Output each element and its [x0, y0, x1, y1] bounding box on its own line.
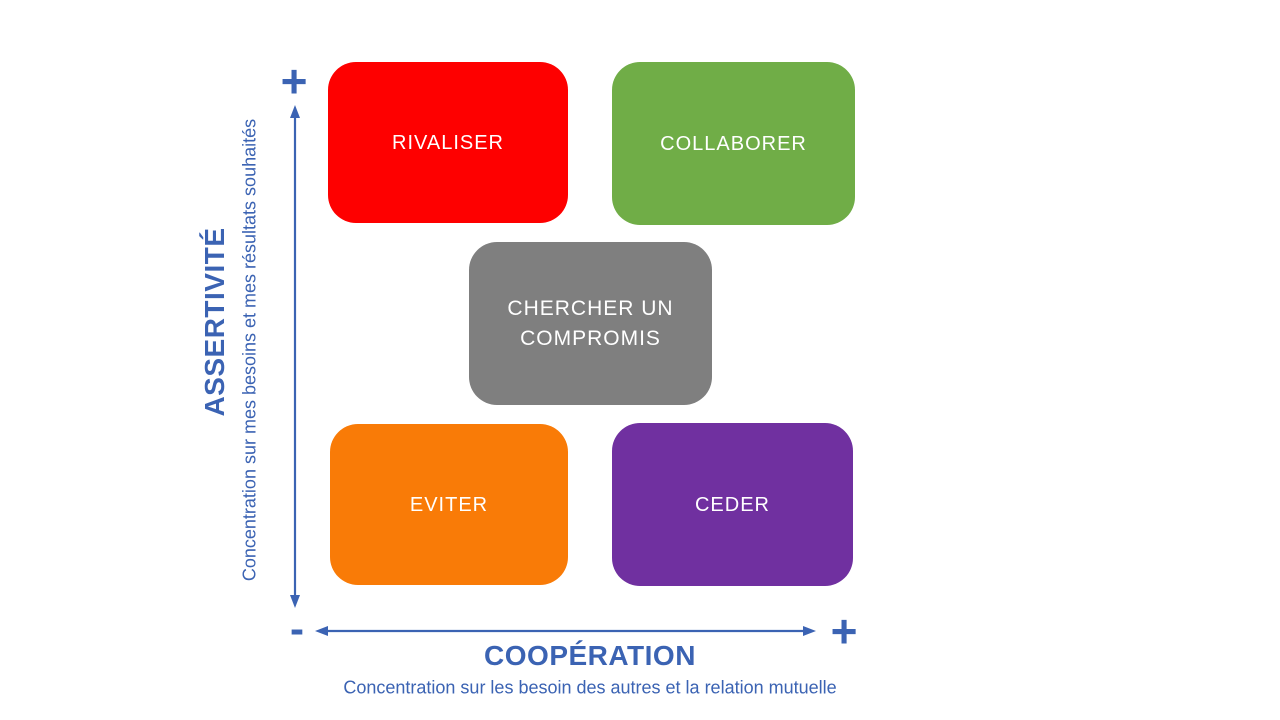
- quadrant-ceder-label: CEDER: [694, 493, 770, 516]
- vertical-axis-subtitle: Concentration sur mes besoins et mes rés…: [239, 118, 260, 582]
- quadrant-collaborer: COLLABORER: [612, 62, 855, 225]
- origin-minus: -: [290, 605, 304, 652]
- vertical-axis-title: ASSERTIVITÉ: [199, 227, 230, 417]
- quadrant-collaborer-label: COLLABORER: [660, 132, 807, 155]
- horizontal-axis-arrow: [315, 626, 816, 636]
- vertical-axis-arrow: [290, 105, 300, 608]
- quadrant-compromis-label: CHERCHER UN COMPROMIS: [507, 297, 674, 350]
- quadrant-eviter: EVITER: [330, 424, 568, 585]
- vertical-axis-plus: +: [280, 55, 308, 107]
- horizontal-axis-plus: +: [830, 605, 858, 657]
- horizontal-axis-subtitle: Concentration sur les besoin des autres …: [343, 677, 837, 698]
- quadrant-compromis: CHERCHER UN COMPROMIS: [469, 242, 712, 405]
- horizontal-axis-title: COOPÉRATION: [484, 640, 696, 671]
- quadrant-eviter-label: EVITER: [409, 493, 489, 516]
- quadrant-rivaliser: RIVALISER: [328, 62, 568, 223]
- quadrant-rivaliser-label: RIVALISER: [392, 131, 504, 154]
- quadrant-ceder: CEDER: [612, 423, 853, 586]
